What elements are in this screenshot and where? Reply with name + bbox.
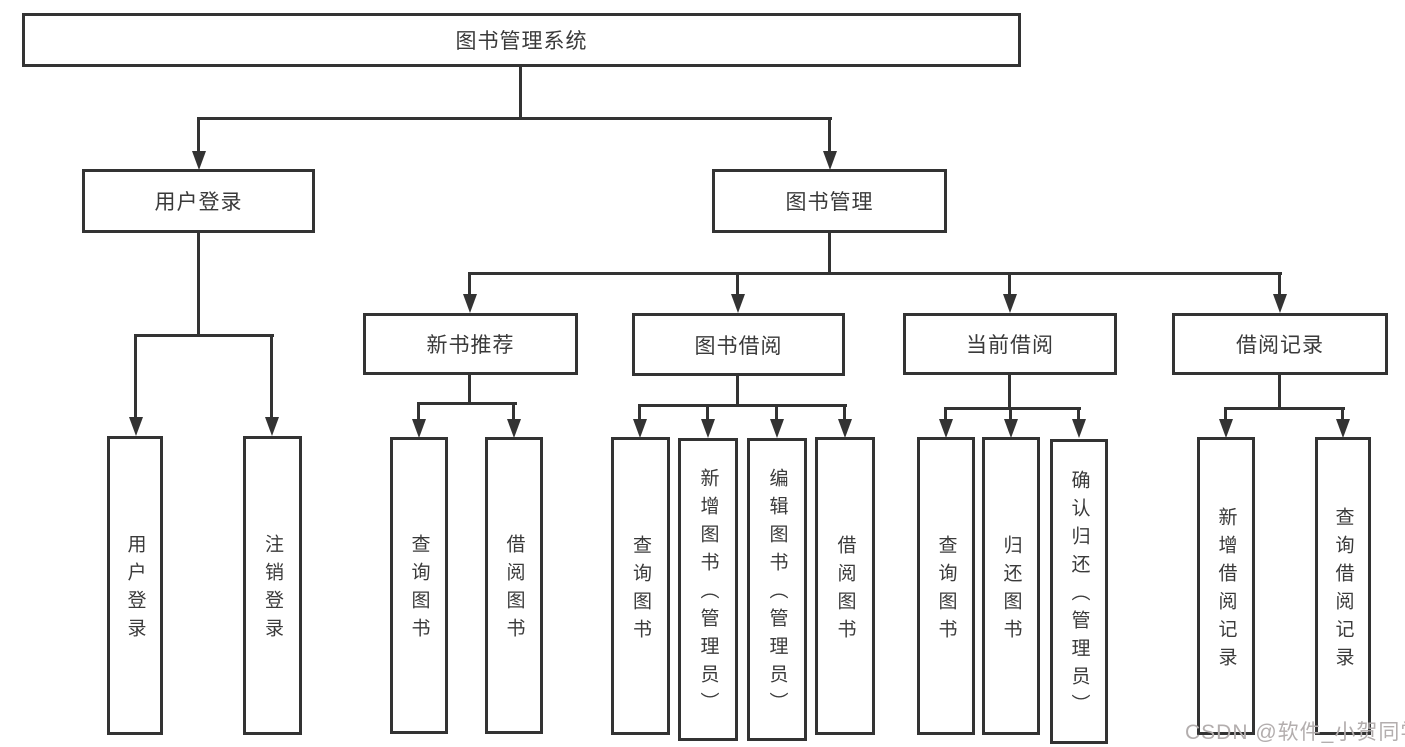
arrow-down-icon [1336,419,1350,438]
arrow-down-icon [633,419,647,438]
leaf-query-books-newbook: 查询图书 [390,437,448,734]
connector-login-drop-1 [134,334,137,418]
arrow-down-icon [1219,419,1233,438]
node-book-borrowing: 图书借阅 [632,313,845,376]
connector-borrow-stem [736,376,739,407]
arrow-down-icon [463,294,477,313]
arrow-down-icon [1003,294,1017,313]
connector-current-drop-1 [944,407,947,420]
leaf-confirm-return-admin: 确认归还（管理员） [1050,439,1108,744]
leaf-edit-books-admin: 编辑图书（管理员） [747,438,807,741]
arrow-down-icon [129,417,143,436]
node-user-login-group: 用户登录 [82,169,315,233]
leaf-query-books-current: 查询图书 [917,437,975,735]
connector-mgmt-stem [828,233,831,275]
arrow-down-icon [770,419,784,438]
connector-borrow-drop-2 [706,404,709,420]
leaf-add-borrow-record: 新增借阅记录 [1197,437,1255,735]
arrow-down-icon [1072,419,1086,438]
node-library-system: 图书管理系统 [22,13,1021,67]
arrow-down-icon [1004,419,1018,438]
node-current-borrowing: 当前借阅 [903,313,1117,375]
connector-root-drop-right [828,117,831,151]
connector-newbook-rail [417,402,517,405]
connector-mgmt-rail [468,272,1282,275]
connector-root-drop-left [197,117,200,151]
node-new-book-recommendation: 新书推荐 [363,313,578,375]
arrow-down-icon [412,419,426,438]
node-book-management: 图书管理 [712,169,947,233]
connector-borrow-drop-4 [843,404,846,420]
leaf-query-books-borrowing: 查询图书 [611,437,670,735]
node-borrowing-records: 借阅记录 [1172,313,1388,375]
connector-root-rail [197,117,832,120]
arrow-down-icon [507,419,521,438]
connector-newbook-drop-2 [512,402,515,420]
leaf-add-books-admin: 新增图书（管理员） [678,438,738,741]
leaf-logout: 注销登录 [243,436,302,735]
connector-records-rail [1224,407,1345,410]
connector-root-stem [519,67,522,120]
connector-login-stem [197,233,200,337]
csdn-watermark: CSDN @软件_小贺同学 [1185,721,1405,744]
connector-current-drop-2 [1009,407,1012,420]
connector-login-drop-2 [270,334,273,418]
connector-records-drop-2 [1341,407,1344,420]
connector-records-drop-1 [1224,407,1227,420]
connector-mgmt-drop-1 [468,272,471,296]
connector-current-rail [944,407,1081,410]
leaf-query-borrow-record: 查询借阅记录 [1315,437,1371,735]
arrow-down-icon [265,417,279,436]
connector-borrow-drop-1 [638,404,641,420]
connector-current-drop-3 [1077,407,1080,420]
connector-borrow-drop-3 [775,404,778,420]
connector-newbook-stem [468,375,471,405]
connector-current-stem [1008,375,1011,410]
arrow-down-icon [1273,294,1287,313]
connector-mgmt-drop-3 [1008,272,1011,296]
arrow-down-icon [939,419,953,438]
arrow-down-icon [731,294,745,313]
leaf-borrow-books-borrowing: 借阅图书 [815,437,875,735]
connector-login-rail [134,334,274,337]
arrow-down-icon [823,151,837,170]
arrow-down-icon [192,151,206,170]
connector-borrow-rail [638,404,847,407]
leaf-user-login: 用户登录 [107,436,163,735]
connector-records-stem [1278,375,1281,410]
arrow-down-icon [701,419,715,438]
connector-newbook-drop-1 [417,402,420,420]
leaf-return-books: 归还图书 [982,437,1040,735]
connector-mgmt-drop-2 [736,272,739,296]
leaf-borrow-books-newbook: 借阅图书 [485,437,543,734]
connector-mgmt-drop-4 [1278,272,1281,296]
arrow-down-icon [838,419,852,438]
